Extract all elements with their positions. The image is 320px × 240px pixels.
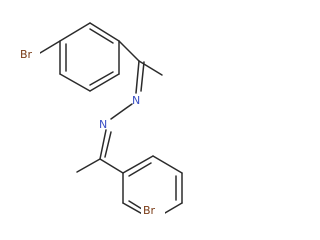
ring-bond <box>122 155 154 174</box>
ring-double-bond <box>128 162 152 177</box>
bottom-benzene-ring <box>122 155 183 217</box>
ring-bond <box>122 202 150 217</box>
methyl-bond-top <box>138 60 163 76</box>
imine-double-bond-top <box>135 60 140 94</box>
ring-bond <box>152 155 183 174</box>
imine-double-bond-bottom <box>104 131 112 158</box>
aryl-imine-bond-top <box>118 40 140 62</box>
bromine-label-bg-bottom <box>141 204 165 217</box>
methyl-bond-bottom <box>76 158 101 173</box>
nitrogen-nitrogen-bond <box>110 103 133 120</box>
nitrogen-atom-lower: N <box>99 118 107 131</box>
ring-bond <box>89 73 120 92</box>
aryl-imine-bond-bottom <box>99 158 124 174</box>
bromine-atom-bottom: Br <box>143 204 156 217</box>
bromine-atom-top: Br <box>20 48 33 61</box>
ring-bond <box>89 22 120 42</box>
top-benzene-ring <box>59 22 120 92</box>
molecule-structure-diagram: Br N N Br <box>18 22 183 217</box>
ring-bond <box>156 202 183 217</box>
ring-double-bond <box>89 28 114 44</box>
ring-bond <box>59 22 91 42</box>
imine-double-bond-bottom <box>99 129 107 160</box>
ring-bond <box>59 73 91 92</box>
nitrogen-atom-upper: N <box>132 94 140 107</box>
ring-double-bond <box>89 71 114 86</box>
imine-double-bond-top <box>140 61 145 92</box>
bromine-bond-top <box>39 40 61 54</box>
bromine-label-bg-top <box>18 47 40 61</box>
